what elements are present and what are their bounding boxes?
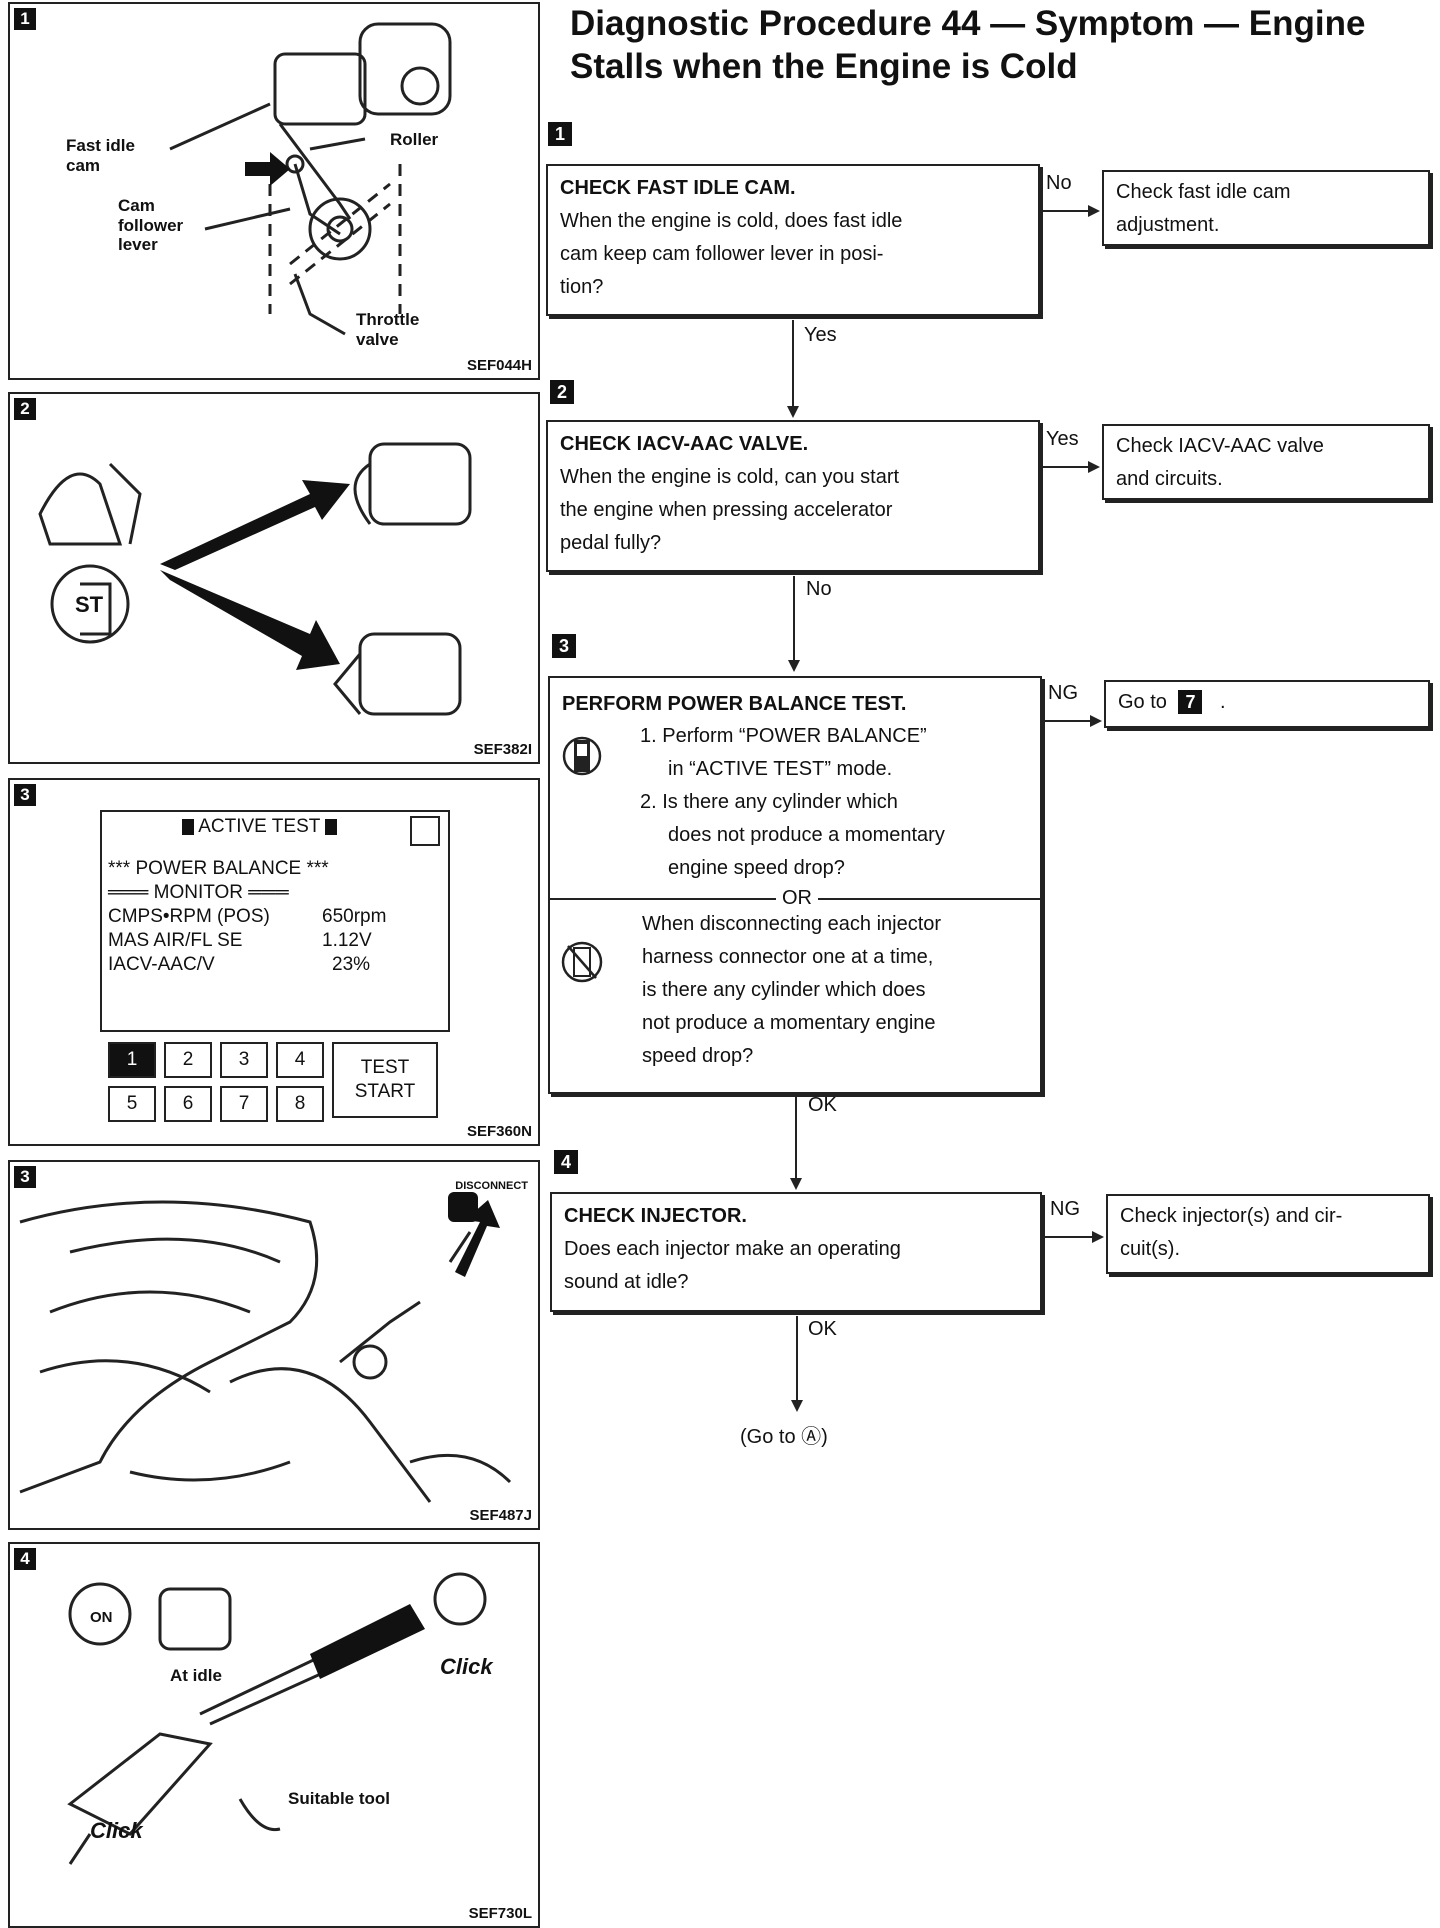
step-4-arrow-line (1044, 1236, 1094, 1238)
engine-start-drawing: ST (38, 442, 472, 716)
monitor-label: ═══ MONITOR ═══ (108, 882, 289, 903)
figure-injector-connector: 3 DISCONNECT SEF487J (8, 1160, 540, 1530)
step-2-heading: CHECK IACV-AAC VALVE. (560, 433, 809, 455)
st-icon: ST (75, 592, 104, 617)
power-balance-label: *** POWER BALANCE *** (108, 858, 329, 879)
mas-value: 1.12V (322, 930, 372, 951)
step-3-heading: PERFORM POWER BALANCE TEST. (562, 693, 907, 715)
step-2-branch-label: Yes (1046, 428, 1079, 450)
click-top-label: Click (440, 1654, 493, 1679)
step-1-arrow-head (1088, 205, 1100, 217)
step-4-heading: CHECK INJECTOR. (564, 1205, 747, 1227)
screen-title: ACTIVE TEST (182, 816, 338, 838)
key-3[interactable]: 3 (220, 1042, 268, 1078)
figure-engine-start: 2 ST SEF382I (8, 392, 540, 764)
step-3-next-label: OK (808, 1094, 837, 1116)
goto-a-link[interactable]: (Go to Ⓐ) (740, 1426, 828, 1448)
key-1[interactable]: 1 (108, 1042, 156, 1078)
step-2-down-line (793, 576, 795, 662)
fast-idle-cam-drawing (169, 22, 452, 336)
key-8[interactable]: 8 (276, 1086, 324, 1122)
step-3-arrow-head (1090, 715, 1102, 727)
goto-step-badge[interactable]: 7 (1178, 690, 1203, 714)
roller-label: Roller (390, 130, 439, 149)
step-2-next-label: No (806, 578, 832, 600)
step-1-arrow-line (1042, 210, 1090, 212)
at-idle-label: At idle (170, 1666, 222, 1685)
click-bottom-label: Click (90, 1818, 143, 1843)
page-title: Diagnostic Procedure 44 — Symptom — Engi… (570, 4, 1366, 86)
step-4-down-line (796, 1316, 798, 1402)
figure-code: SEF044H (466, 357, 532, 374)
iacv-label: IACV-AAC/V (108, 954, 215, 975)
figure-number: 4 (14, 1548, 36, 1570)
step-1-down-line (792, 320, 794, 408)
step-3-down-line (795, 1096, 797, 1180)
disconnect-label: DISCONNECT (455, 1180, 528, 1192)
step-2-arrow-head (1088, 461, 1100, 473)
key-7[interactable]: 7 (220, 1086, 268, 1122)
figure-injector-sound: 4 ON At idle Suitable tool Click Click S… (8, 1542, 540, 1928)
on-icon: ON (90, 1609, 113, 1626)
key-2[interactable]: 2 (164, 1042, 212, 1078)
figure-code: SEF360N (466, 1123, 532, 1140)
key-6[interactable]: 6 (164, 1086, 212, 1122)
rpm-value: 650rpm (322, 906, 387, 927)
screen-checkbox[interactable] (410, 816, 440, 846)
step-3-down-arrow (790, 1178, 802, 1190)
step-4-branch-label: NG (1050, 1198, 1080, 1220)
figure-number: 1 (14, 8, 36, 30)
step-4-box: CHECK INJECTOR. Does each injector make … (550, 1192, 1042, 1312)
step-1-next-label: Yes (804, 324, 837, 346)
step-1-heading: CHECK FAST IDLE CAM. (560, 177, 796, 199)
figure-active-test-screen: 3 ACTIVE TEST *** POWER BALANCE *** ═══ … (8, 778, 540, 1146)
step-4-down-arrow (791, 1400, 803, 1412)
mas-label: MAS AIR/FL SE (108, 930, 243, 951)
step-number-3: 3 (552, 634, 576, 658)
figure-code: SEF730L (468, 1905, 532, 1922)
no-tool-icon (561, 941, 603, 983)
step-2-down-arrow (788, 660, 800, 672)
step-1-branch-label: No (1046, 172, 1072, 194)
step-3-box: PERFORM POWER BALANCE TEST. 1. Perform “… (548, 676, 1042, 1094)
injector-sound-drawing: ON (67, 1572, 487, 1865)
step-4-result: Check injector(s) and cir-cuit(s). (1106, 1194, 1430, 1274)
key-5[interactable]: 5 (108, 1086, 156, 1122)
consult-tool-icon (562, 736, 602, 776)
step-number-2: 2 (550, 380, 574, 404)
or-label: OR (776, 882, 818, 915)
step-4-next-label: OK (808, 1318, 837, 1340)
step-2-box: CHECK IACV-AAC VALVE. When the engine is… (546, 420, 1040, 572)
engine-bay-drawing (19, 1192, 512, 1503)
figure-code: SEF487J (469, 1507, 532, 1524)
step-3-arrow-line (1044, 720, 1092, 722)
suitable-tool-label: Suitable tool (288, 1789, 390, 1808)
figure-number: 3 (14, 784, 36, 806)
iacv-value: 23% (332, 954, 371, 975)
key-4[interactable]: 4 (276, 1042, 324, 1078)
step-3-branch-label: NG (1048, 682, 1078, 704)
step-4-arrow-head (1092, 1231, 1104, 1243)
step-3-result: Go to 7 . (1104, 680, 1430, 728)
figure-number: 2 (14, 398, 36, 420)
step-2-arrow-line (1042, 466, 1090, 468)
figure-number: 3 (14, 1166, 36, 1188)
step-number-4: 4 (554, 1150, 578, 1174)
consult-screen: ACTIVE TEST *** POWER BALANCE *** ═══ MO… (100, 810, 450, 1032)
figure-code: SEF382I (473, 741, 532, 758)
rpm-label: CMPS•RPM (POS) (108, 906, 270, 927)
step-number-1: 1 (548, 122, 572, 146)
step-1-box: CHECK FAST IDLE CAM. When the engine is … (546, 164, 1040, 316)
step-1-down-arrow (787, 406, 799, 418)
